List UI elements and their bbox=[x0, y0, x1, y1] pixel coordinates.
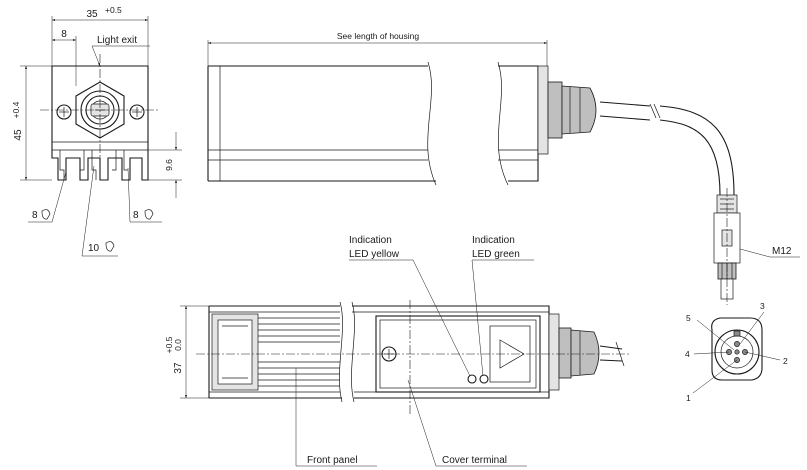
led-green-indicator bbox=[479, 374, 489, 384]
dim-front-height-tol-bottom: 0.0 bbox=[173, 339, 183, 351]
wrench-mid-icon bbox=[105, 241, 115, 252]
label-connector: M12 bbox=[772, 246, 792, 257]
label-led-green-line2: LED green bbox=[472, 249, 520, 260]
pin-label-3: 3 bbox=[760, 301, 765, 311]
wrench-left-icon bbox=[41, 209, 51, 220]
pin-hole-5 bbox=[734, 349, 740, 355]
dim-front-height: 37 bbox=[173, 362, 184, 374]
dim-width-top: 35 bbox=[86, 9, 98, 20]
wrench-left-size: 8 bbox=[32, 210, 38, 221]
wrench-mid-size: 10 bbox=[88, 243, 100, 254]
label-led-green-line1: Indication bbox=[472, 235, 515, 246]
pin-label-4: 4 bbox=[685, 349, 690, 359]
dim-height-left: 45 bbox=[13, 129, 24, 141]
pin-hole-3 bbox=[734, 341, 740, 347]
label-led-yellow-line2: LED yellow bbox=[349, 249, 400, 260]
front-view: 37 +0.5 0.0 Indication LED yellow Indica… bbox=[164, 235, 630, 467]
end-view: 35 +0.5 8 Light exit 45 +0.4 9.6 8 10 8 bbox=[11, 5, 182, 257]
wrench-right-icon bbox=[144, 209, 154, 220]
label-cover-terminal: Cover terminal bbox=[442, 455, 507, 466]
dim-height-small: 9.6 bbox=[164, 159, 174, 171]
label-light-exit: Light exit bbox=[97, 35, 137, 46]
pin-label-5: 5 bbox=[686, 313, 691, 323]
dim-front-height-tol-top: +0.5 bbox=[164, 336, 174, 353]
label-housing-length: See length of housing bbox=[337, 31, 420, 41]
pin-label-1: 1 bbox=[686, 393, 691, 403]
dim-offset-left: 8 bbox=[61, 29, 67, 40]
wrench-right-size: 8 bbox=[133, 210, 139, 221]
led-yellow-indicator bbox=[467, 374, 477, 384]
side-view: See length of housing bbox=[207, 31, 800, 305]
label-front-panel: Front panel bbox=[307, 455, 358, 466]
pin-diagram: 5 3 4 2 1 bbox=[685, 301, 788, 403]
pin-label-2: 2 bbox=[783, 356, 788, 366]
label-led-yellow-line1: Indication bbox=[349, 235, 392, 246]
dim-width-top-tol: +0.5 bbox=[105, 5, 122, 15]
dim-height-left-tol: +0.4 bbox=[11, 101, 21, 118]
